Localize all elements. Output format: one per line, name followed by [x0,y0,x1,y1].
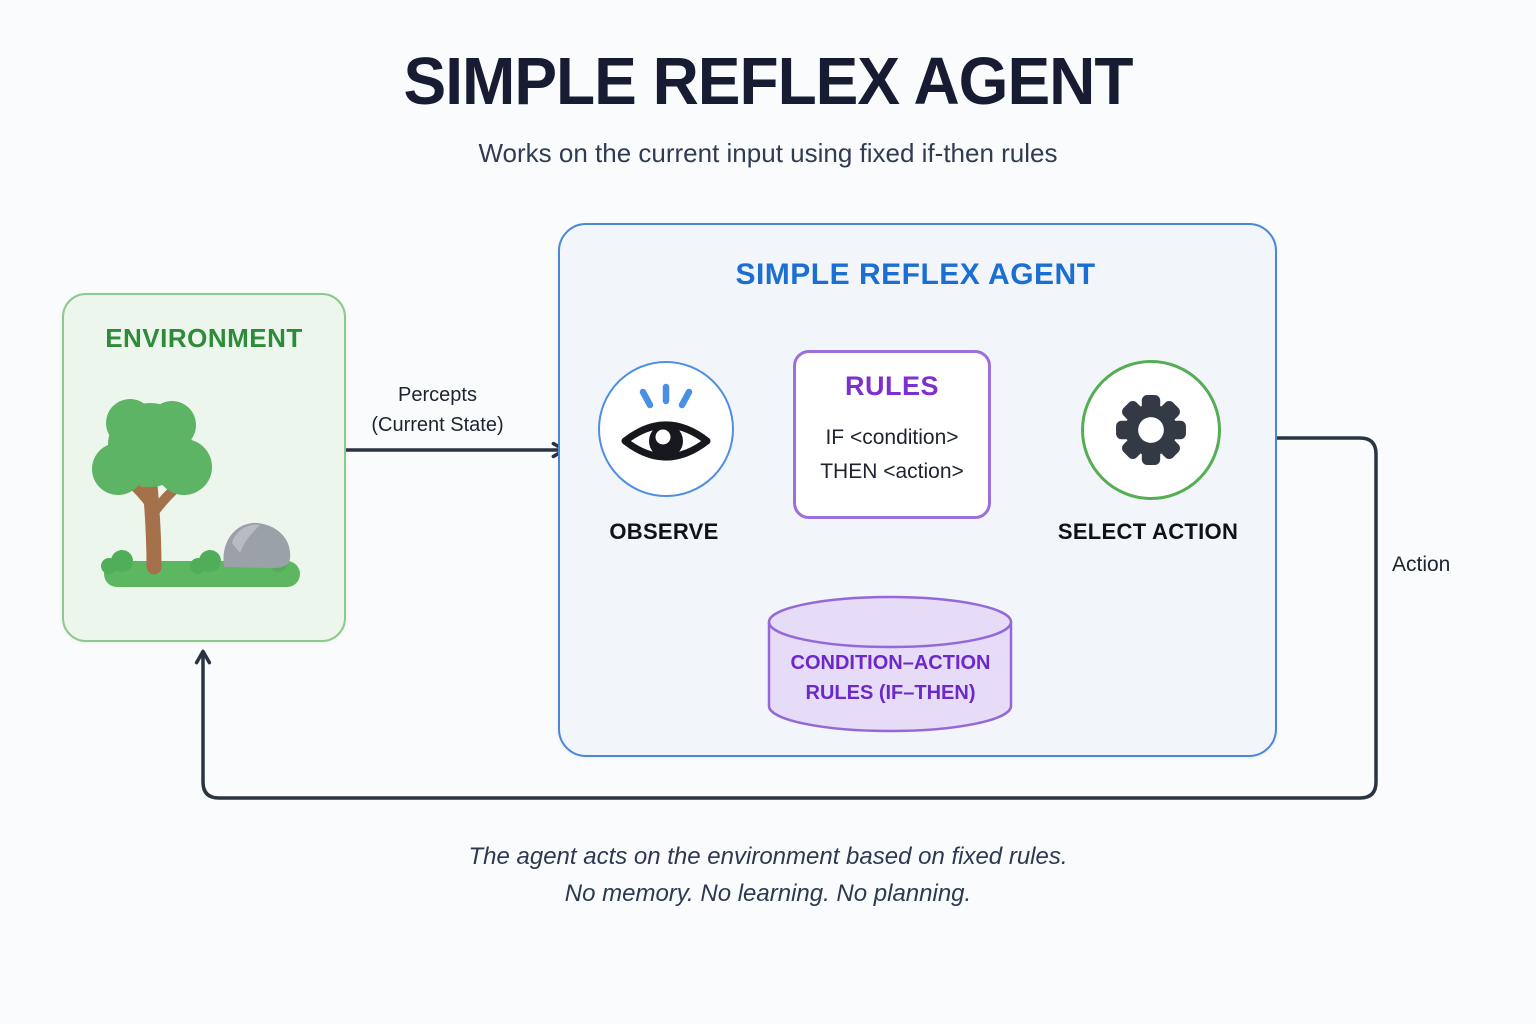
gear-icon [1116,395,1186,465]
percepts-label: Percepts (Current State) [330,380,545,440]
tree-rock-grass-icon [92,399,300,587]
rules-store-label: CONDITION–ACTION RULES (IF–THEN) [746,648,1035,708]
footer-line2: No memory. No learning. No planning. [564,880,972,907]
rules-lines: IF <condition> THEN <action> [796,421,988,489]
rules-then-line: THEN <action> [820,460,964,483]
agent-title: SIMPLE REFLEX AGENT [735,258,1096,291]
eye-icon [621,383,711,461]
rules-store-line1: CONDITION–ACTION [790,652,991,674]
rules-if-line: IF <condition> [825,426,959,449]
select-action-label: SELECT ACTION [1057,519,1239,544]
select-action-node [1081,360,1221,500]
database-cylinder-icon [767,595,1013,733]
observe-node [598,361,734,497]
action-label: Action [1392,553,1451,576]
footer-note: The agent acts on the environment based … [0,838,1536,912]
rules-store-line2: RULES (IF–THEN) [805,682,976,704]
environment-label: ENVIRONMENT [105,323,303,353]
rules-box: RULES IF <condition> THEN <action> [793,350,991,519]
footer-line1: The agent acts on the environment based … [468,843,1068,870]
percepts-line2: (Current State) [371,414,504,436]
page-title: SIMPLE REFLEX AGENT [403,43,1134,119]
environment-box: ENVIRONMENT [62,293,346,642]
rules-title: RULES [844,371,939,401]
page-subtitle: Works on the current input using fixed i… [478,138,1058,168]
percepts-line1: Percepts [398,384,477,406]
observe-label: OBSERVE [609,519,719,544]
